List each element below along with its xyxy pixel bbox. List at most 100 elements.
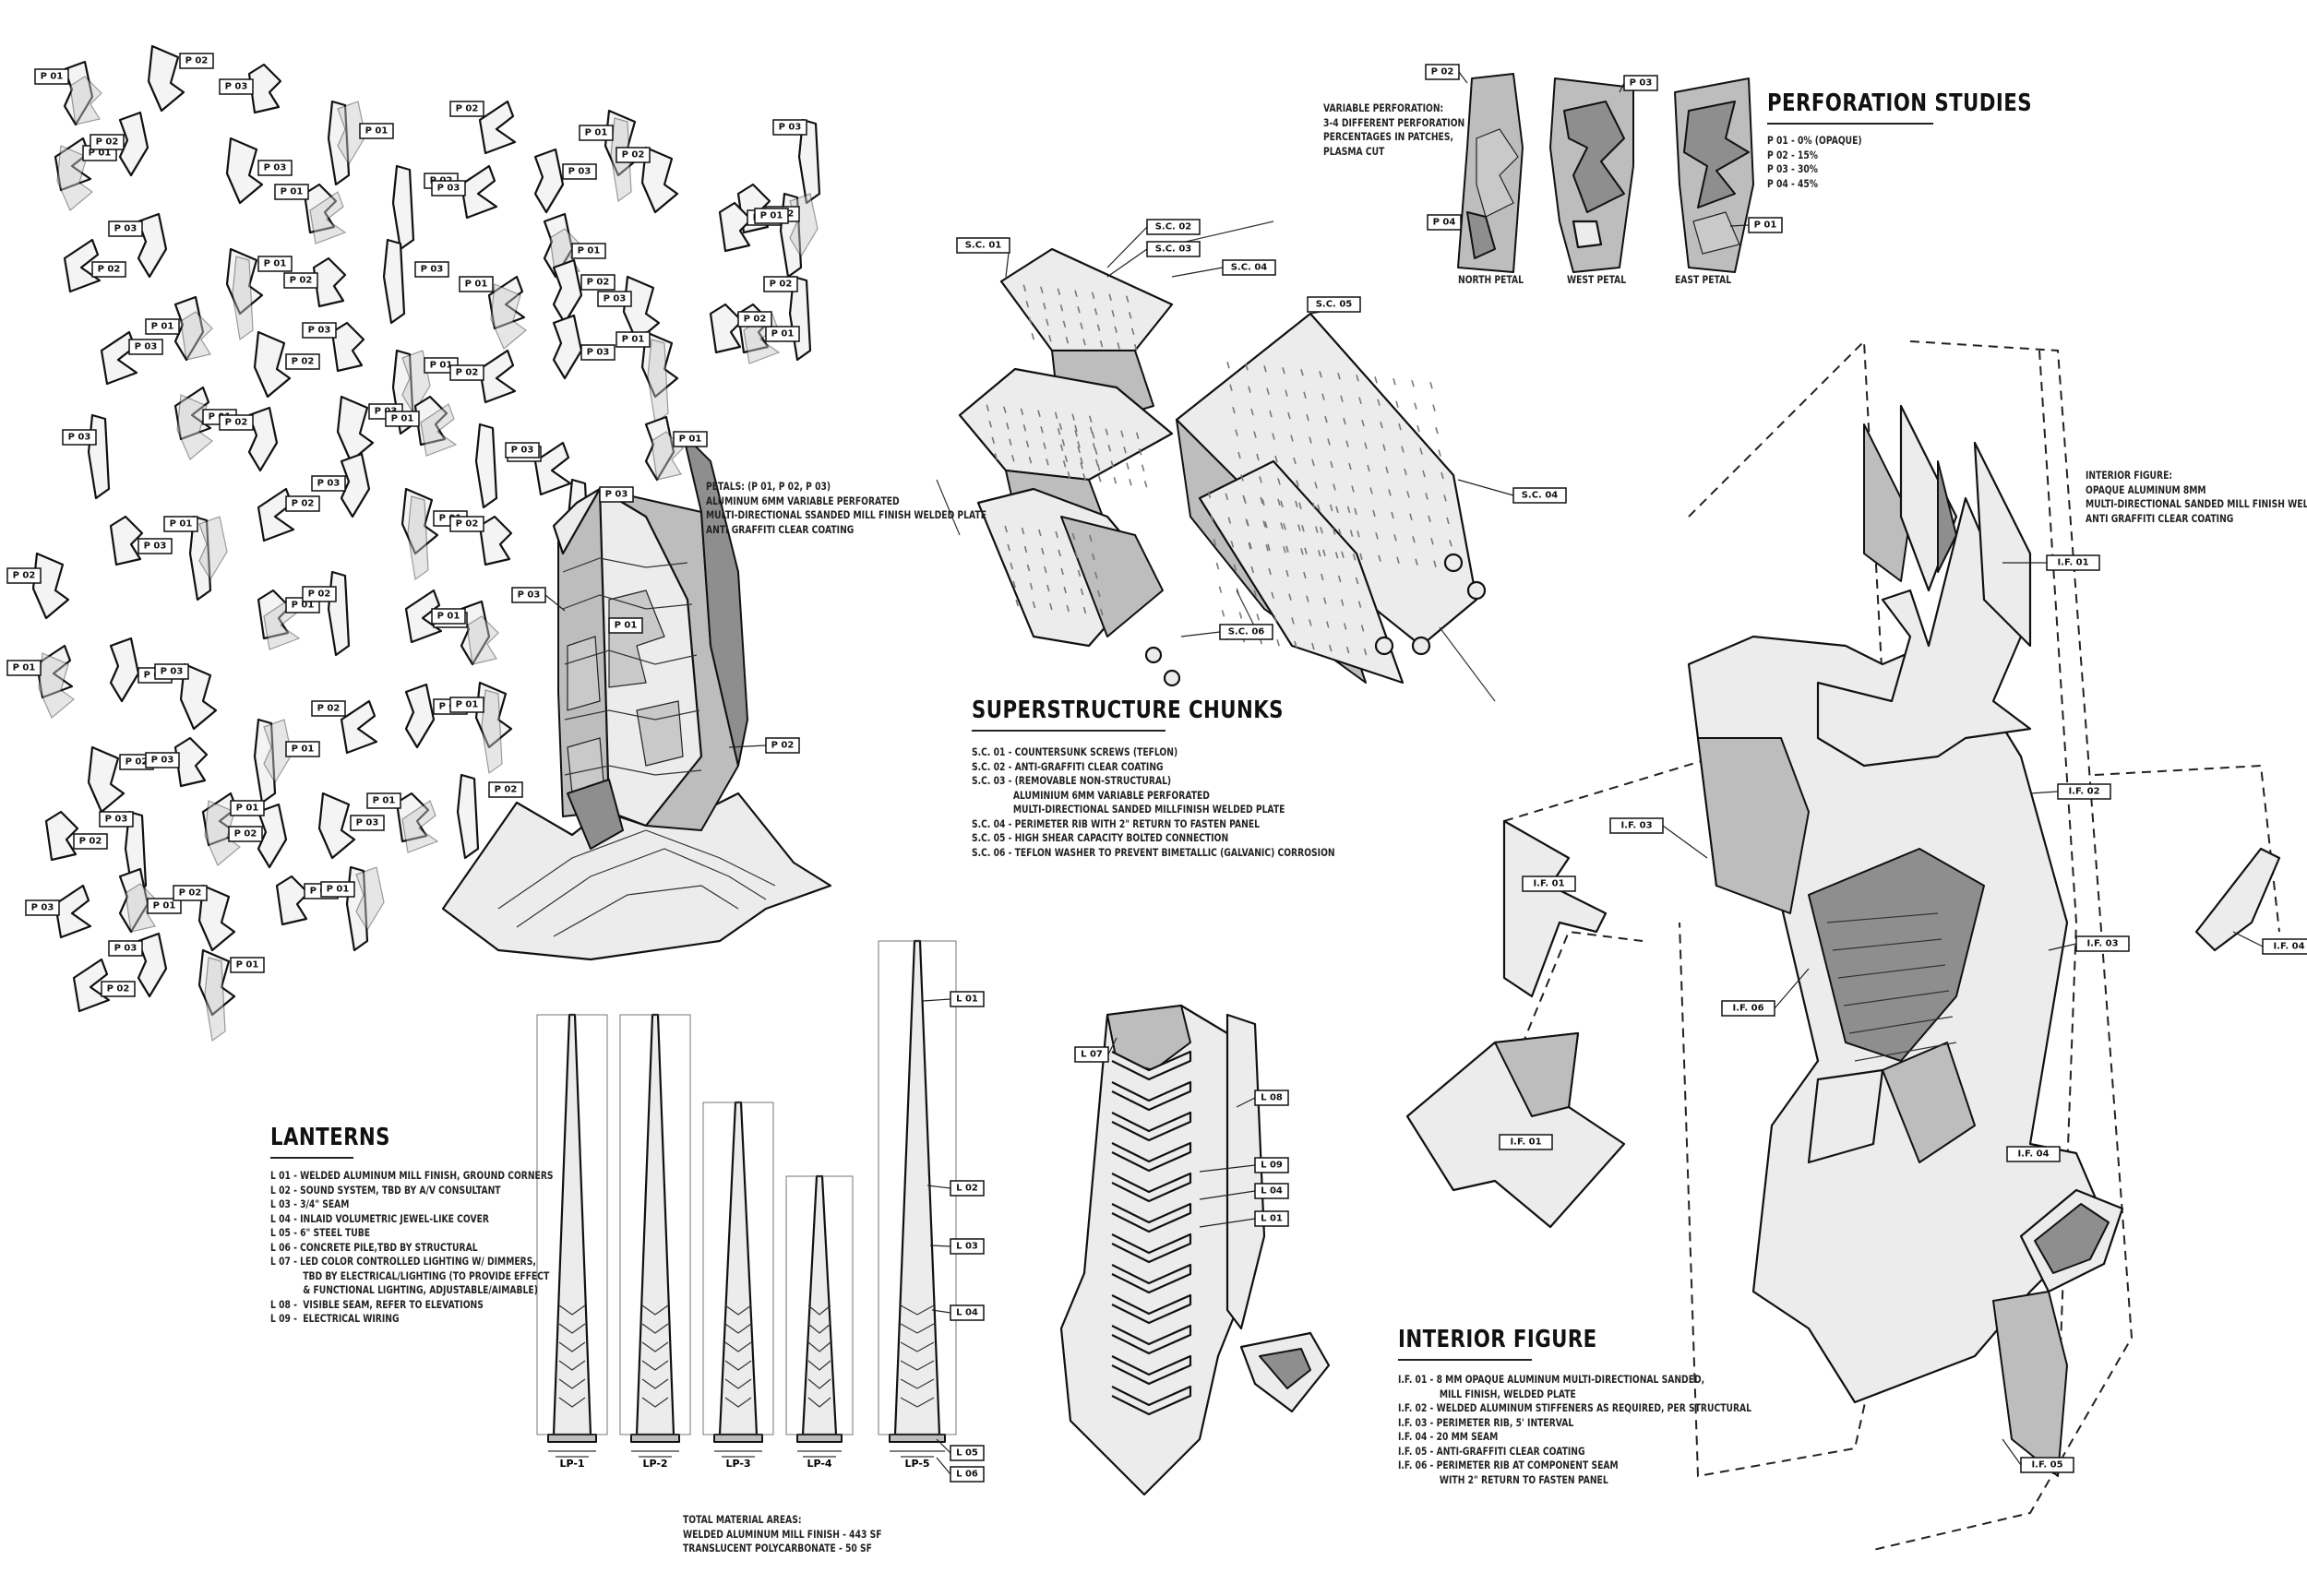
piece-tag: P 01 — [673, 431, 708, 447]
svg-text:P 03: P 03 — [605, 490, 628, 500]
svg-text:P 01: P 01 — [281, 187, 304, 197]
svg-text:P 02: P 02 — [292, 499, 315, 509]
lantern-tag-04b: L 04 — [1254, 1183, 1289, 1199]
piece-tag: P 01 — [359, 123, 394, 139]
lantern-shaft — [893, 939, 941, 1436]
petal-piece — [197, 948, 236, 1017]
svg-text:P 02: P 02 — [771, 741, 795, 751]
piece-tag: P 03 — [137, 538, 173, 554]
panel-tag-p03: P 03 — [1623, 75, 1658, 91]
petal-piece — [413, 395, 448, 447]
svg-text:P 03: P 03 — [1630, 78, 1653, 89]
piece-tag: P 01 — [754, 208, 789, 224]
svg-text:P 03: P 03 — [437, 184, 460, 194]
if-tag-05: I.F. 05 — [2020, 1457, 2074, 1473]
perforation-studies-heading: PERFORATION STUDIES — [1767, 89, 2032, 117]
superstructure-heading-rule — [972, 730, 1165, 732]
piece-tag: P 02 — [179, 53, 214, 69]
petal-piece — [478, 349, 517, 404]
svg-text:P 03: P 03 — [114, 944, 137, 954]
petal-piece — [54, 137, 92, 192]
petal-piece — [460, 600, 491, 666]
total-material-areas: TOTAL MATERIAL AREAS: WELDED ALUMINUM MI… — [683, 1513, 882, 1554]
piece-tag: P 01 — [230, 800, 265, 816]
piece-tag: P 02 — [228, 826, 263, 842]
interior-figure-note: INTERIOR FIGURE: OPAQUE ALUMINUM 8MM MUL… — [2086, 469, 2307, 525]
petal-piece — [225, 247, 264, 316]
petal-piece — [257, 589, 292, 640]
svg-text:P 02: P 02 — [98, 265, 121, 275]
petal-piece — [137, 932, 168, 998]
petals-note: PETALS: (P 01, P 02, P 03) ALUMINUM 6MM … — [706, 480, 986, 536]
svg-text:P 03: P 03 — [518, 590, 541, 601]
sc-tag-05: S.C. 05 — [1307, 296, 1361, 313]
svg-text:P 03: P 03 — [587, 348, 610, 358]
svg-text:P 04: P 04 — [1433, 218, 1456, 228]
petal-piece — [179, 662, 218, 731]
north-petal-label: NORTH PETAL — [1458, 273, 1524, 286]
piece-tag: P 02 — [283, 272, 318, 289]
piece-tag: P 01 — [765, 326, 800, 342]
piece-tag: P 01 — [147, 898, 182, 914]
petal-piece — [460, 164, 498, 220]
petal-piece — [100, 330, 138, 386]
svg-text:P 01: P 01 — [585, 128, 608, 138]
svg-text:P 03: P 03 — [144, 542, 167, 552]
petal-piece — [622, 275, 661, 343]
svg-text:I.F. 05: I.F. 05 — [2031, 1460, 2062, 1471]
superstructure-notes: S.C. 01 - COUNTERSUNK SCREWS (TEFLON) S.… — [972, 745, 1335, 859]
piece-tag: P 03 — [257, 160, 293, 176]
piece-tag: P 02 — [91, 261, 126, 278]
petal-piece — [340, 452, 371, 518]
lantern-shaft — [552, 1013, 592, 1436]
piece-tag: P 02 — [302, 586, 337, 602]
piece-tag: P 02 — [285, 353, 320, 370]
svg-text:P 02: P 02 — [744, 315, 767, 325]
svg-text:I.F. 01: I.F. 01 — [1533, 879, 1564, 889]
petal-piece — [173, 386, 212, 441]
interior-heading-rule — [1398, 1359, 1532, 1361]
svg-text:I.F. 01: I.F. 01 — [2057, 558, 2088, 568]
piece-tag: P 01 — [385, 411, 420, 427]
svg-text:P 03: P 03 — [135, 342, 158, 352]
superstructure-heading: SUPERSTRUCTURE CHUNKS — [972, 697, 1284, 724]
svg-text:S.C. 01: S.C. 01 — [965, 241, 1002, 251]
svg-text:P 01: P 01 — [264, 259, 287, 269]
piece-tag: P 03 — [154, 663, 189, 680]
petal-piece — [336, 395, 375, 463]
petal-piece — [109, 637, 140, 703]
svg-text:P 01: P 01 — [622, 335, 645, 345]
svg-text:P 01: P 01 — [151, 322, 174, 332]
svg-text:S.C. 06: S.C. 06 — [1228, 627, 1265, 637]
piece-tag: P 01 — [163, 516, 198, 532]
lantern-shaft — [801, 1174, 838, 1436]
svg-text:P 02: P 02 — [456, 368, 479, 378]
svg-text:L 04: L 04 — [1261, 1186, 1283, 1197]
petal-piece — [797, 118, 821, 205]
petal-piece — [382, 238, 406, 325]
perforation-panels — [1457, 73, 1754, 273]
piece-tag: P 03 — [599, 486, 634, 503]
lantern-shaft — [635, 1013, 675, 1436]
svg-text:S.C. 02: S.C. 02 — [1155, 222, 1192, 232]
assembly-tag-p02: P 02 — [765, 737, 800, 754]
superstructure-drawing — [936, 220, 1496, 702]
svg-text:P 01: P 01 — [170, 519, 193, 530]
piece-tag: P 02 — [73, 833, 108, 850]
lantern-label: LP-4 — [807, 1458, 831, 1470]
lantern-label: LP-3 — [725, 1458, 750, 1470]
petal-piece — [247, 63, 282, 114]
svg-text:P 01: P 01 — [437, 612, 460, 622]
petal-piece — [640, 330, 679, 399]
petal-piece — [118, 111, 149, 177]
piece-tag: P 01 — [257, 256, 293, 272]
svg-text:P 01: P 01 — [153, 901, 176, 911]
petal-piece — [303, 183, 338, 234]
svg-text:P 01: P 01 — [236, 804, 259, 814]
sc-tag-03: S.C. 03 — [1146, 241, 1201, 257]
piece-tag: P 02 — [580, 274, 616, 291]
piece-tag: P 01 — [424, 357, 459, 374]
piece-tag: P 01 — [449, 697, 484, 713]
piece-tag: P 01 — [145, 318, 180, 335]
svg-text:P 01: P 01 — [89, 149, 112, 159]
